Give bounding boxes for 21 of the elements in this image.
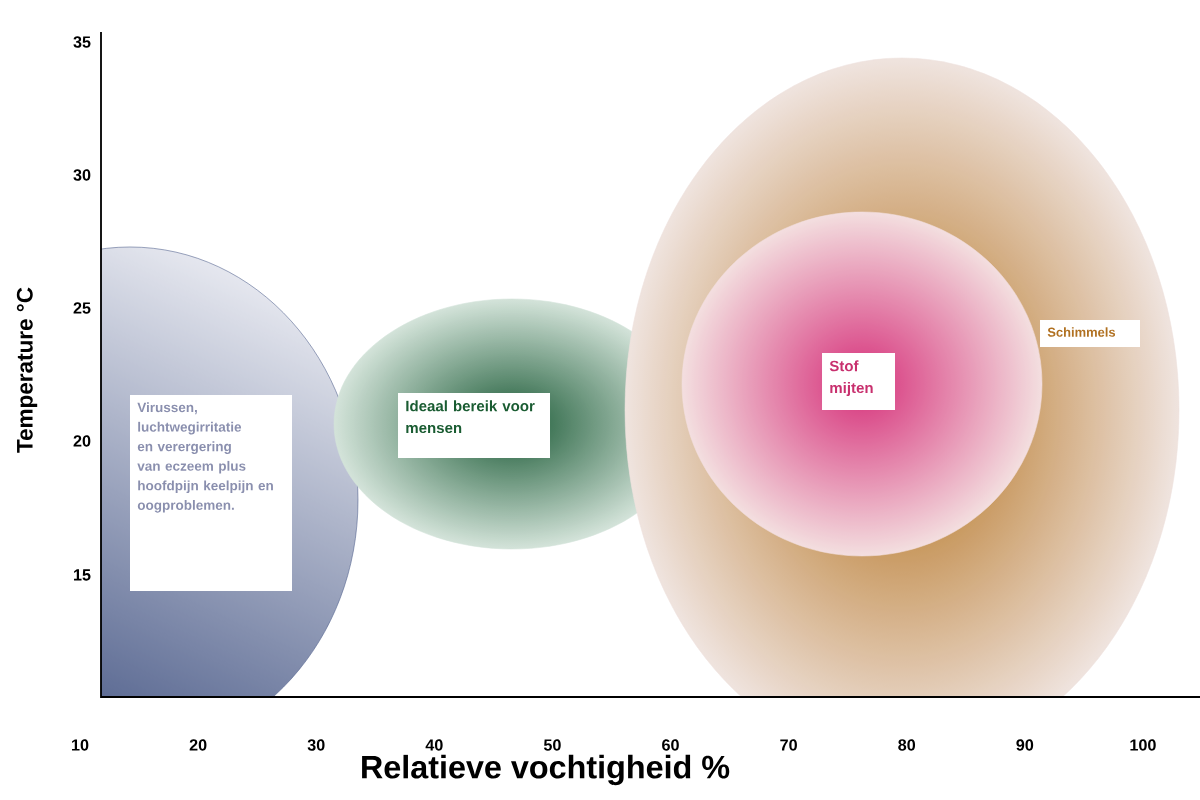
tick-label: 70 (780, 739, 797, 751)
tick-label: 30 (307, 739, 325, 751)
tick-label: 90 (1016, 739, 1034, 751)
tick-label: 60 (662, 739, 679, 751)
tick-label: 35 (73, 36, 91, 48)
axis-title: Temperature °C (16, 287, 38, 453)
tick-label: 30 (73, 169, 91, 181)
text-box: Stof mijten (822, 353, 895, 410)
tick-label: 20 (73, 435, 91, 447)
tick-label: 100 (1130, 739, 1156, 751)
text-box: Virussen, luchtwegirritatie en verergering van eczeem plus hoofdpijn keelpijn en oogproblemen. (130, 395, 292, 591)
text-box: Schimmels (1040, 320, 1140, 347)
text-box: Ideaal bereik voor mensen (398, 393, 550, 458)
tick-label: 50 (543, 739, 561, 751)
axis-title: Relatieve vochtigheid % (362, 754, 730, 786)
tick-label: 10 (72, 739, 89, 751)
tick-label: 15 (74, 569, 91, 581)
tick-label: 40 (425, 739, 443, 751)
tick-label: 25 (73, 302, 91, 314)
tick-label: 80 (898, 739, 916, 751)
tick-label: 20 (189, 739, 207, 751)
